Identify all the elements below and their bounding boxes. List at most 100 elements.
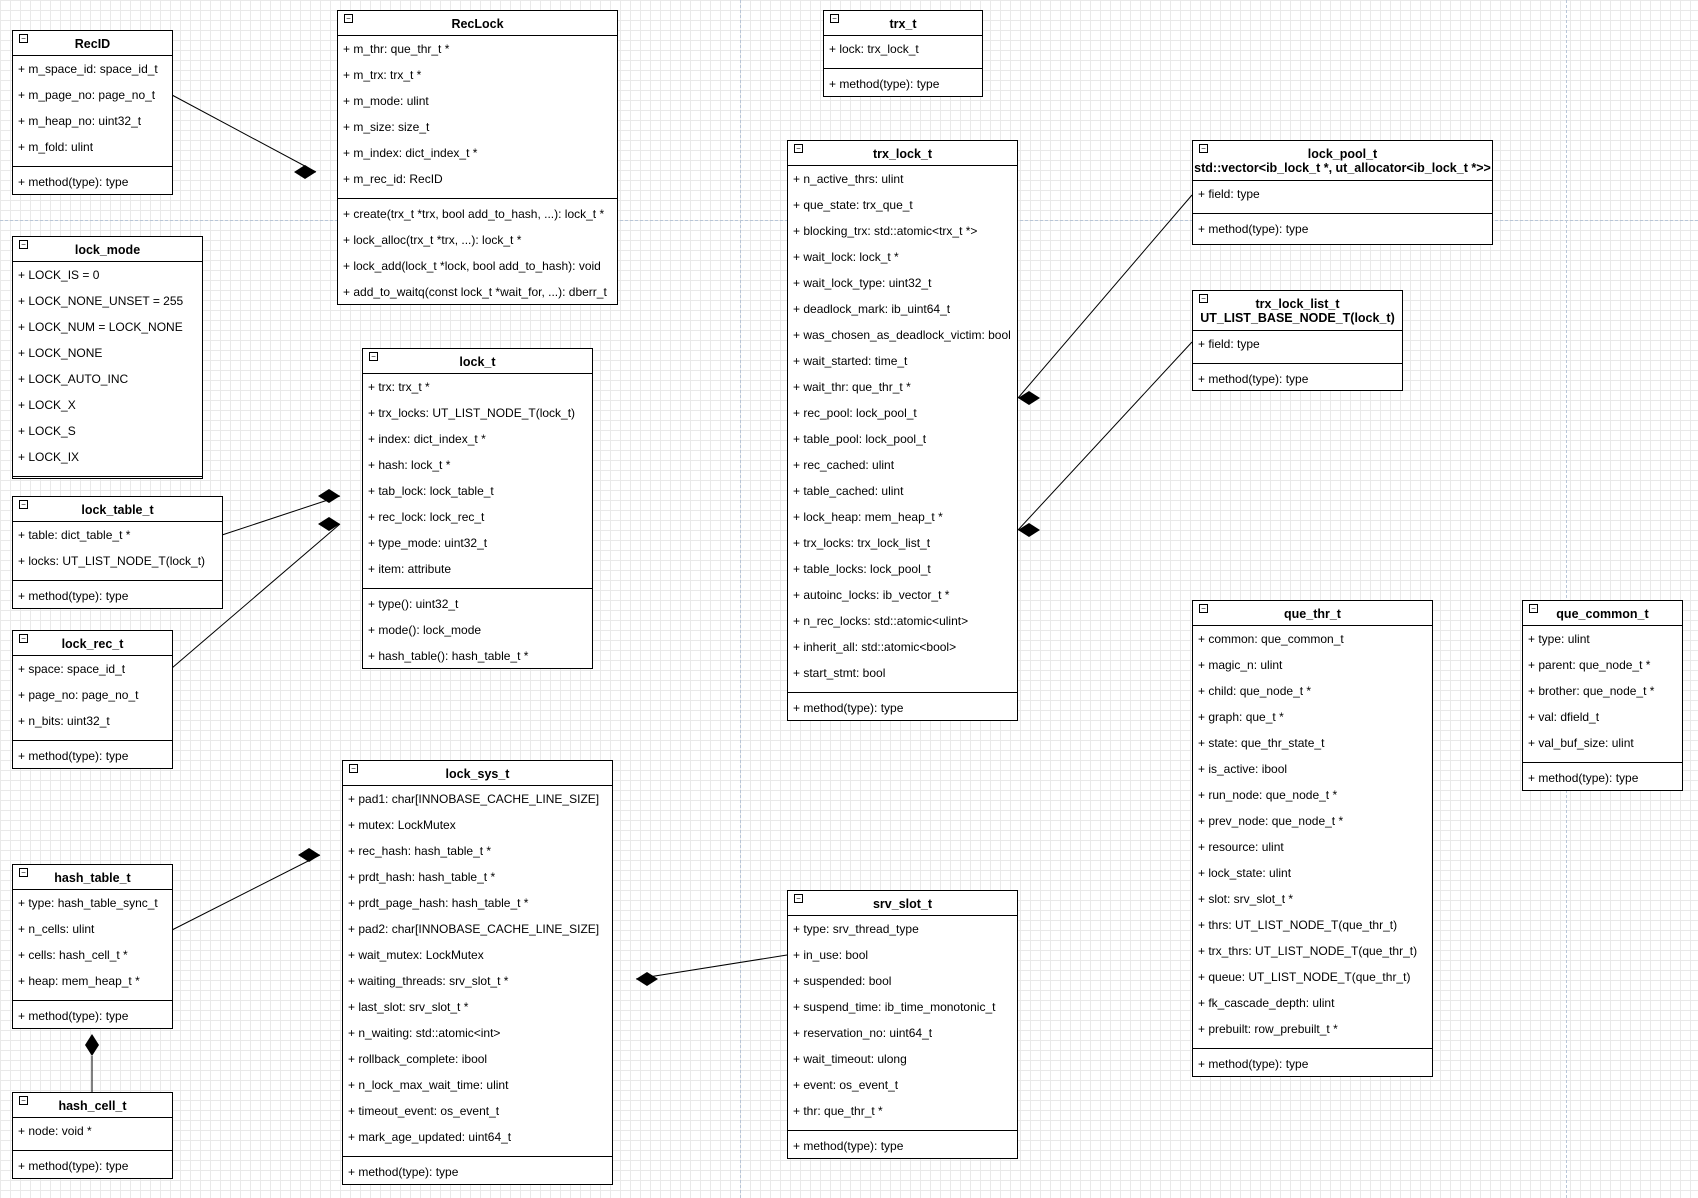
class-method[interactable]: + mode(): lock_mode — [368, 623, 482, 637]
collapse-icon[interactable]: − — [344, 14, 353, 23]
class-field[interactable]: + table_cached: ulint — [793, 484, 904, 498]
class-field[interactable]: + reservation_no: uint64_t — [793, 1026, 933, 1040]
class-field[interactable]: + m_heap_no: uint32_t — [18, 114, 142, 128]
class-header[interactable]: −srv_slot_t — [788, 891, 1017, 916]
class-field[interactable]: + wait_lock: lock_t * — [793, 250, 899, 264]
class-method[interactable]: + method(type): type — [1198, 372, 1309, 386]
class-field[interactable]: + n_active_thrs: ulint — [793, 172, 904, 186]
class-field[interactable]: + thrs: UT_LIST_NODE_T(que_thr_t) — [1198, 918, 1398, 932]
class-field[interactable]: + brother: que_node_t * — [1528, 684, 1655, 698]
class-field[interactable]: + parent: que_node_t * — [1528, 658, 1651, 672]
class-field[interactable]: + waiting_threads: srv_slot_t * — [348, 974, 509, 988]
class-field[interactable]: + n_rec_locks: std::atomic<ulint> — [793, 614, 969, 628]
class-field[interactable]: + LOCK_NONE — [18, 346, 103, 360]
class-field[interactable]: + m_space_id: space_id_t — [18, 62, 158, 76]
class-field[interactable]: + is_active: ibool — [1198, 762, 1288, 776]
class-field[interactable]: + wait_mutex: LockMutex — [348, 948, 484, 962]
collapse-icon[interactable]: − — [1199, 604, 1208, 613]
edge-lock_rec_t-to-lock_t[interactable] — [171, 523, 341, 669]
class-field[interactable]: + child: que_node_t * — [1198, 684, 1312, 698]
class-field[interactable]: + index: dict_index_t * — [368, 432, 486, 446]
class-field[interactable]: + blocking_trx: std::atomic<trx_t *> — [793, 224, 978, 238]
class-hash_cell_t[interactable]: −hash_cell_t+ node: void *+ method(type)… — [12, 1092, 173, 1179]
class-lock_pool_t[interactable]: −lock_pool_t std::vector<ib_lock_t *, ut… — [1192, 140, 1493, 245]
class-field[interactable]: + LOCK_NUM = LOCK_NONE — [18, 320, 183, 334]
class-field[interactable]: + n_lock_max_wait_time: ulint — [348, 1078, 509, 1092]
class-field[interactable]: + timeout_event: os_event_t — [348, 1104, 500, 1118]
class-field[interactable]: + thr: que_thr_t * — [793, 1104, 883, 1118]
class-method[interactable]: + method(type): type — [18, 589, 129, 603]
class-header[interactable]: −hash_cell_t — [13, 1093, 172, 1118]
class-lock_t[interactable]: −lock_t+ trx: trx_t *+ trx_locks: UT_LIS… — [362, 348, 593, 669]
class-RecID[interactable]: −RecID+ m_space_id: space_id_t+ m_page_n… — [12, 30, 173, 195]
collapse-icon[interactable]: − — [19, 1096, 28, 1105]
class-field[interactable]: + field: type — [1198, 187, 1260, 201]
class-method[interactable]: + add_to_waitq(const lock_t *wait_for, .… — [343, 285, 607, 299]
class-field[interactable]: + trx_locks: trx_lock_list_t — [793, 536, 931, 550]
class-lock_sys_t[interactable]: −lock_sys_t + pad1: char[INNOBASE_CACHE_L… — [342, 760, 613, 1185]
class-field[interactable]: + val: dfield_t — [1528, 710, 1600, 724]
class-field[interactable]: + m_trx: trx_t * — [343, 68, 422, 82]
class-field[interactable]: + LOCK_S — [18, 424, 76, 438]
class-field[interactable]: + type: hash_table_sync_t — [18, 896, 158, 910]
class-field[interactable]: + resource: ulint — [1198, 840, 1284, 854]
class-field[interactable]: + start_stmt: bool — [793, 666, 886, 680]
class-field[interactable]: + prdt_page_hash: hash_table_t * — [348, 896, 529, 910]
class-field[interactable]: + suspended: bool — [793, 974, 892, 988]
class-field[interactable]: + pad1: char[INNOBASE_CACHE_LINE_SIZE] — [348, 792, 600, 806]
class-method[interactable]: + hash_table(): hash_table_t * — [368, 649, 529, 663]
class-field[interactable]: + wait_timeout: ulong — [793, 1052, 907, 1066]
class-field[interactable]: + was_chosen_as_deadlock_victim: bool — [793, 328, 1011, 342]
collapse-icon[interactable]: − — [19, 240, 28, 249]
class-field[interactable]: + n_bits: uint32_t — [18, 714, 110, 728]
class-field[interactable]: + prebuilt: row_prebuilt_t * — [1198, 1022, 1338, 1036]
class-method[interactable]: + method(type): type — [793, 1139, 904, 1153]
edge-hash_table_t-to-lock_sys_t[interactable] — [171, 854, 321, 931]
class-method[interactable]: + method(type): type — [1528, 771, 1639, 785]
class-field[interactable]: + LOCK_IX — [18, 450, 80, 464]
class-field[interactable]: + rec_pool: lock_pool_t — [793, 406, 917, 420]
class-field[interactable]: + slot: srv_slot_t * — [1198, 892, 1294, 906]
class-field[interactable]: + run_node: que_node_t * — [1198, 788, 1338, 802]
class-field[interactable]: + m_size: size_t — [343, 120, 430, 134]
class-field[interactable]: + type: srv_thread_type — [793, 922, 919, 936]
class-method[interactable]: + lock_add(lock_t *lock, bool add_to_has… — [343, 259, 601, 273]
class-lock_table_t[interactable]: −lock_table_t+ table: dict_table_t *+ lo… — [12, 496, 223, 609]
class-field[interactable]: + event: os_event_t — [793, 1078, 899, 1092]
class-header[interactable]: −lock_sys_t — [343, 761, 612, 786]
class-field[interactable]: + queue: UT_LIST_NODE_T(que_thr_t) — [1198, 970, 1411, 984]
class-field[interactable]: + table_locks: lock_pool_t — [793, 562, 931, 576]
class-trx_lock_t[interactable]: −trx_lock_t+ n_active_thrs: ulint+ que_s… — [787, 140, 1018, 721]
class-field[interactable]: + page_no: page_no_t — [18, 688, 139, 702]
class-method[interactable]: + create(trx_t *trx, bool add_to_hash, .… — [343, 207, 605, 221]
class-header[interactable]: −trx_t — [824, 11, 982, 36]
class-field[interactable]: + wait_started: time_t — [793, 354, 908, 368]
class-lock_mode[interactable]: −lock_mode+ LOCK_IS = 0+ LOCK_NONE_UNSET… — [12, 236, 203, 479]
class-header[interactable]: −hash_table_t — [13, 865, 172, 890]
class-field[interactable]: + val_buf_size: ulint — [1528, 736, 1634, 750]
class-field[interactable]: + rec_hash: hash_table_t * — [348, 844, 492, 858]
class-header[interactable]: −que_thr_t — [1193, 601, 1432, 626]
edge-lock_pool_t-to-trx_lock_t[interactable] — [1017, 194, 1193, 399]
class-field[interactable]: + rec_cached: ulint — [793, 458, 895, 472]
class-method[interactable]: + method(type): type — [18, 1159, 129, 1173]
class-field[interactable]: + lock: trx_lock_t — [829, 42, 919, 56]
edge-RecID-to-RecLock[interactable] — [171, 94, 317, 173]
collapse-icon[interactable]: − — [19, 500, 28, 509]
class-field[interactable]: + inherit_all: std::atomic<bool> — [793, 640, 957, 654]
class-field[interactable]: + trx_thrs: UT_LIST_NODE_T(que_thr_t) — [1198, 944, 1418, 958]
class-srv_slot_t[interactable]: −srv_slot_t+ type: srv_thread_type+ in_u… — [787, 890, 1018, 1159]
collapse-icon[interactable]: − — [794, 894, 803, 903]
class-method[interactable]: + method(type): type — [348, 1165, 459, 1179]
class-method[interactable]: + method(type): type — [18, 1009, 129, 1023]
class-field[interactable]: + type_mode: uint32_t — [368, 536, 488, 550]
class-field[interactable]: + pad2: char[INNOBASE_CACHE_LINE_SIZE] — [348, 922, 600, 936]
class-method[interactable]: + method(type): type — [18, 175, 129, 189]
class-method[interactable]: + method(type): type — [829, 77, 940, 91]
class-trx_lock_list_t[interactable]: −trx_lock_list_t UT_LIST_BASE_NODE_T(loc… — [1192, 290, 1403, 391]
class-header[interactable]: −RecID — [13, 31, 172, 56]
class-field[interactable]: + last_slot: srv_slot_t * — [348, 1000, 469, 1014]
class-field[interactable]: + m_mode: ulint — [343, 94, 429, 108]
class-field[interactable]: + trx: trx_t * — [368, 380, 430, 394]
class-header[interactable]: −lock_table_t — [13, 497, 222, 522]
